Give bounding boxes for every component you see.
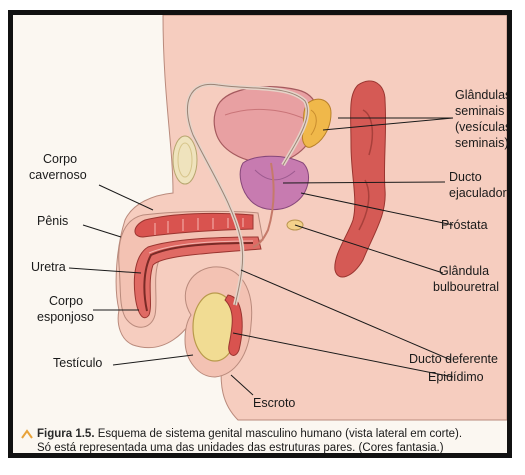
label-glandulas-2: seminais bbox=[455, 104, 504, 118]
caret-up-icon bbox=[21, 429, 33, 439]
label-glandulas-4: seminais) bbox=[455, 136, 507, 150]
anatomy-illustration: Glândulas seminais (vesículas seminais) … bbox=[13, 15, 507, 453]
caption-text: Figura 1.5. Esquema de sistema genital m… bbox=[37, 427, 507, 455]
label-ducto-ejaculador-2: ejaculador bbox=[449, 186, 507, 200]
label-corpo-esponjoso-1: Corpo bbox=[49, 294, 83, 308]
caption-line-2: Só está representada uma das unidades da… bbox=[37, 442, 444, 454]
label-bulbouretral-2: bulbouretral bbox=[433, 280, 499, 294]
label-glandulas-3: (vesículas bbox=[455, 120, 507, 134]
label-glandulas-1: Glândulas bbox=[455, 88, 507, 102]
figure-caption: Figura 1.5. Esquema de sistema genital m… bbox=[21, 427, 509, 458]
label-corpo-cavernoso-2: cavernoso bbox=[29, 168, 87, 182]
label-corpo-cavernoso-1: Corpo bbox=[43, 152, 77, 166]
label-bulbouretral-1: Glândula bbox=[439, 264, 489, 278]
label-epididimo: Epidídimo bbox=[428, 370, 484, 384]
caption-line-1: Esquema de sistema genital masculino hum… bbox=[95, 428, 463, 440]
label-penis: Pênis bbox=[37, 214, 68, 228]
label-uretra: Uretra bbox=[31, 260, 66, 274]
label-ducto-deferente: Ducto deferente bbox=[409, 352, 498, 366]
figure-frame: Glândulas seminais (vesículas seminais) … bbox=[8, 10, 512, 458]
caption-figure-number: Figura 1.5. bbox=[37, 428, 95, 440]
label-escroto: Escroto bbox=[253, 396, 295, 410]
label-testiculo: Testículo bbox=[53, 356, 102, 370]
label-prostata: Próstata bbox=[441, 218, 488, 232]
label-ducto-ejaculador-1: Ducto bbox=[449, 170, 482, 184]
label-corpo-esponjoso-2: esponjoso bbox=[37, 310, 94, 324]
